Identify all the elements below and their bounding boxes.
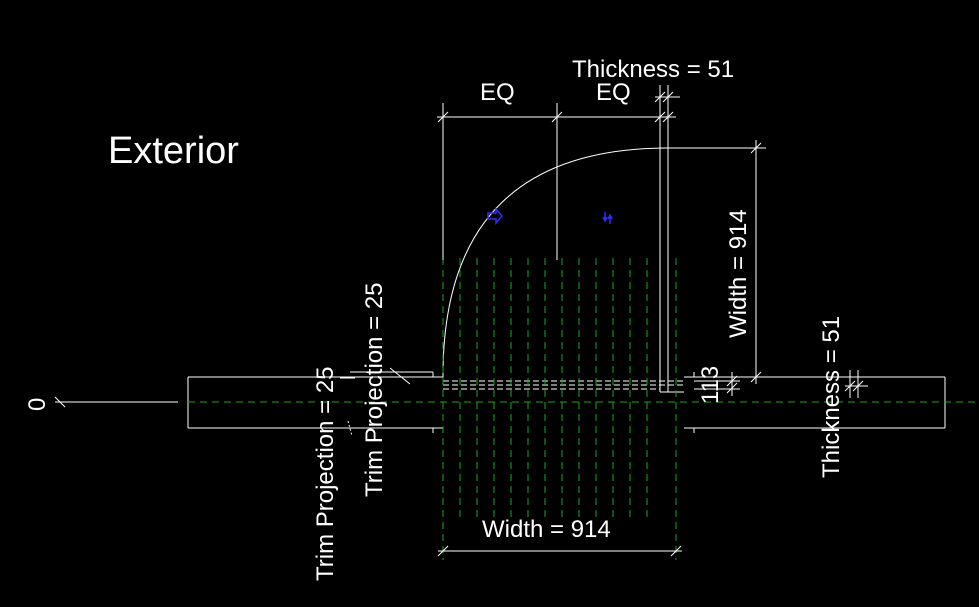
flip-control-icon[interactable] [487, 206, 503, 226]
width-bottom-label: Width = 914 [482, 516, 611, 543]
door-frame [432, 147, 695, 433]
thickness-right-label: Thickness = 51 [818, 316, 845, 478]
door-swing-arc [442, 147, 669, 373]
trim-projection-inner-label: Trim Projection = 25 [361, 282, 388, 497]
width-bottom-dimension[interactable]: Width = 914 [437, 516, 682, 557]
trim-projection-dimension-left[interactable]: Trim Projection = 25 [312, 366, 355, 581]
reference-planes [442, 258, 677, 560]
thickness-top-label: Thickness = 51 [572, 56, 734, 83]
thickness-right-dimension[interactable]: Thickness = 51 [818, 316, 868, 478]
eq-right-label: EQ [596, 79, 631, 106]
eq-dimension[interactable]: EQ EQ Thickness = 51 [437, 56, 734, 260]
offset-113-label: 113 [697, 366, 724, 404]
trim-projection-dimension-inner[interactable]: Trim Projection = 25 [350, 282, 433, 497]
trim-projection-left-label: Trim Projection = 25 [312, 366, 339, 581]
eq-left-label: EQ [480, 79, 515, 106]
flip-control-icon[interactable] [602, 212, 613, 224]
width-right-dimension[interactable]: Width = 914 [668, 140, 766, 384]
width-right-label: Width = 914 [725, 209, 752, 338]
offset-dimension[interactable]: 113 [694, 366, 740, 404]
zero-reference[interactable]: 0 [24, 396, 178, 411]
view-title: Exterior [108, 130, 239, 172]
zero-label: 0 [24, 398, 51, 411]
